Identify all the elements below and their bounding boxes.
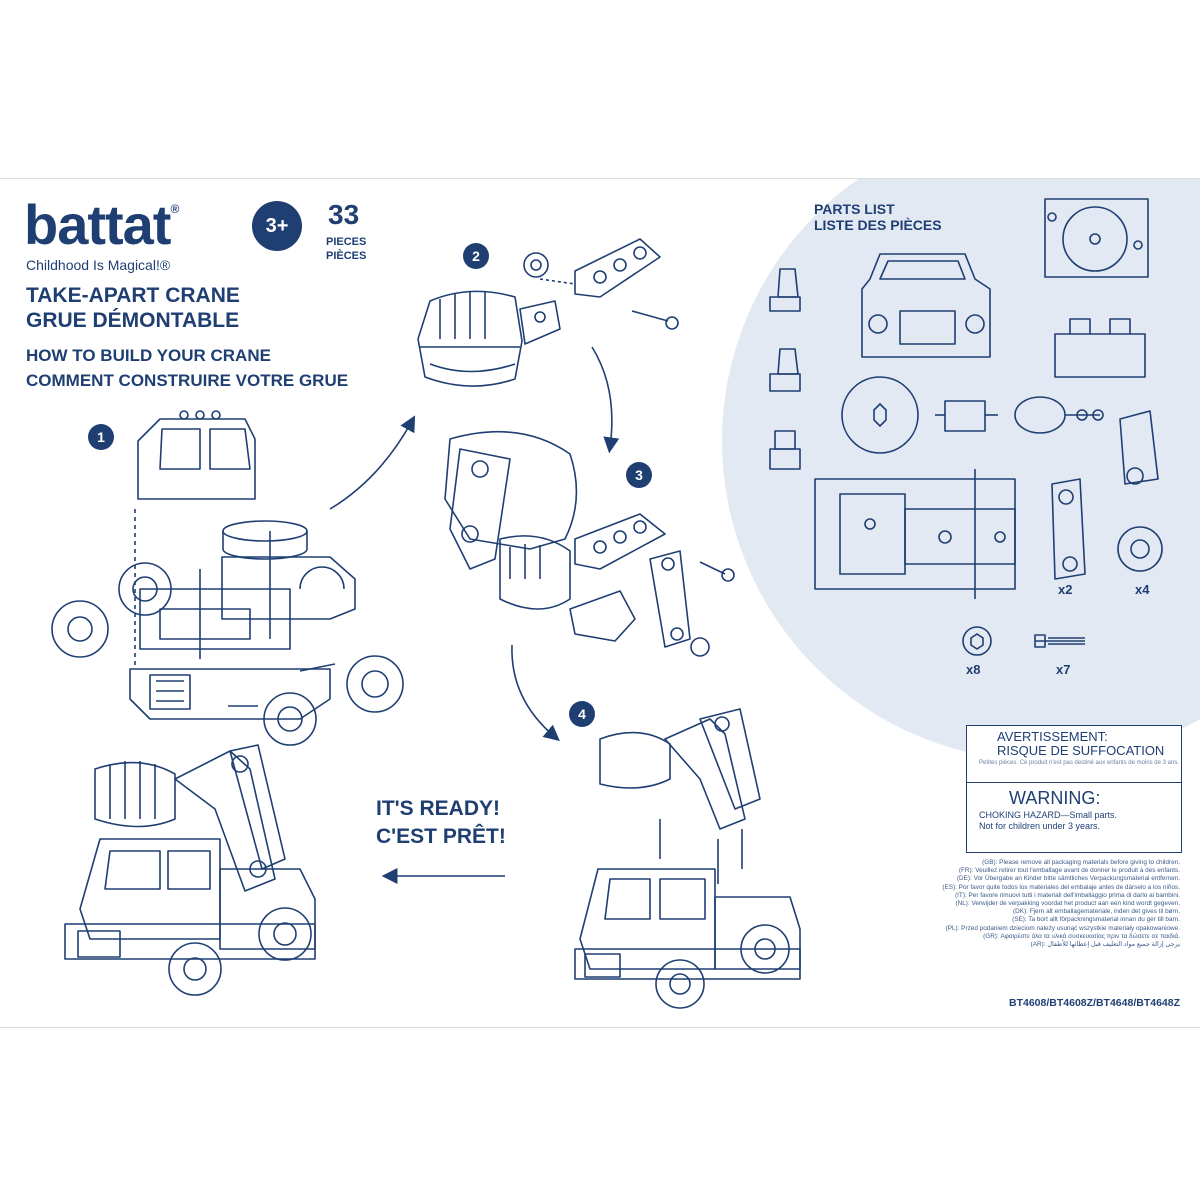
warning-en-body-2: Not for children under 3 years. [979,821,1101,831]
packaging-note: (IT): Per favore rimuovi tutti i materia… [955,891,1180,899]
age-badge: 3+ [252,201,302,251]
pieces-label-fr: PIÈCES [326,250,367,262]
ready-message: IT'S READY! C'EST PRÊT! [376,795,506,851]
step4-crane-assembly [574,708,801,1009]
step-2-badge: 2 [463,243,489,269]
packaging-note: (PL): Przed podaniem dzieciom należy usu… [945,924,1180,932]
packaging-note: (NL): Verwijder de verpakking voordat he… [955,900,1180,908]
parts-drawings [769,198,1163,656]
parts-list-title-en: PARTS LIST [814,201,895,217]
product-title: TAKE-APART CRANE GRUE DÉMONTABLE [26,283,240,333]
warning-en-heading: WARNING: [1009,788,1101,808]
parts-list-title: PARTS LIST LISTE DES PIÈCES [814,201,942,233]
warning-fr-head: AVERTISSEMENT: [997,729,1108,744]
brand-tagline: Childhood Is Magical!® [26,257,171,273]
packaging-note: (AR): يرجى إزالة جميع مواد التغليف قبل إ… [1030,941,1180,949]
packaging-note: (DK): Fjern alt emballagemateriale, inde… [1013,908,1180,916]
brand-logo: battat® [24,197,179,253]
choking-warning-box: AVERTISSEMENT: RISQUE DE SUFFOCATION Pet… [966,725,1182,853]
warning-en-body-1: CHOKING HAZARD—Small parts. [979,810,1118,820]
step3-arm-assembly [444,430,735,657]
packaging-notes: (GB): Please remove all packaging materi… [820,859,1180,949]
packaging-note: (ES): Por favor quite todos los material… [942,883,1180,891]
warning-fr-body: Petites pièces. Ce produit n'est pas des… [979,760,1179,766]
packaging-note: (DE): Vor Übergabe an Kinder bitte sämtl… [956,875,1180,883]
product-title-fr: GRUE DÉMONTABLE [26,309,240,332]
pieces-count: 33 [328,199,360,230]
qty-wheels: x4 [1135,582,1150,597]
instruction-sheet: battat® Childhood Is Magical!® 3+ 33 PIE… [0,178,1200,1028]
warning-fr-subhead: RISQUE DE SUFFOCATION [997,743,1165,758]
model-numbers: BT4608/BT4608Z/BT4648/BT4648Z [1009,997,1180,1009]
qty-nuts: x8 [966,662,981,677]
howto-heading: HOW TO BUILD YOUR CRANE COMMENT CONSTRUI… [26,343,348,393]
parts-list-title-fr: LISTE DES PIÈCES [814,217,942,233]
ready-fr: C'EST PRÊT! [376,825,506,848]
qty-screws: x7 [1056,662,1071,677]
brand-name: battat [24,193,171,256]
packaging-note: (GR): Αφαιρέστε όλα τα υλικά συσκευασίας… [983,932,1180,940]
trademark-mark: ® [170,202,179,216]
warning-fr-heading: AVERTISSEMENT: RISQUE DE SUFFOCATION [979,730,1164,758]
finished-crane [64,744,316,996]
qty-arms: x2 [1058,582,1073,597]
packaging-note: (GB): Please remove all packaging materi… [982,859,1180,866]
warning-en-body: CHOKING HAZARD—Small parts. Not for chil… [979,810,1117,832]
pieces-label: PIECES PIÈCES [326,235,366,263]
step1-exploded-truck [51,410,404,746]
pieces-label-en: PIECES [326,236,367,248]
step-4-badge: 4 [569,701,595,727]
packaging-note: (FR): Veuillez retirer tout l'emballage … [958,867,1180,875]
step-3-badge: 3 [626,462,652,488]
step2-bucket-assembly [417,238,679,387]
warning-fr-panel: AVERTISSEMENT: RISQUE DE SUFFOCATION Pet… [967,726,1181,783]
howto-en: HOW TO BUILD YOUR CRANE [26,346,271,365]
packaging-note: (SE): Ta bort allt förpackningsmaterial … [1012,916,1180,924]
howto-fr: COMMENT CONSTRUIRE VOTRE GRUE [26,371,349,390]
product-title-en: TAKE-APART CRANE [26,284,240,307]
ready-en: IT'S READY! [376,797,501,820]
step-1-badge: 1 [88,424,114,450]
